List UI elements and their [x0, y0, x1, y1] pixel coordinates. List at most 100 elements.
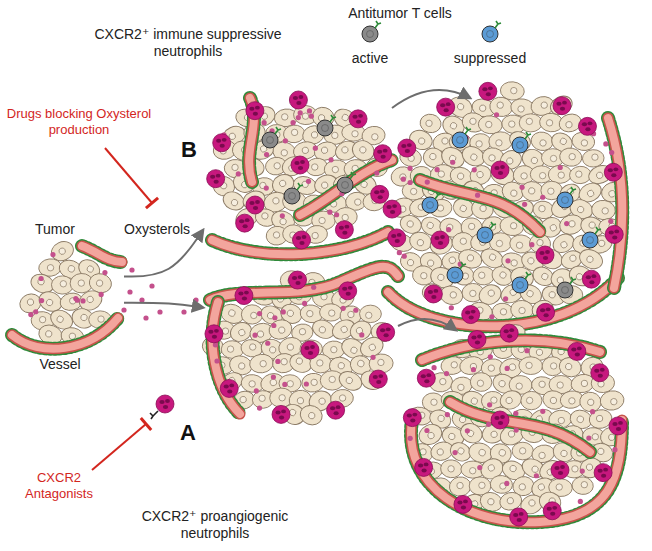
neutrophil — [236, 214, 254, 232]
tumor-group — [12, 238, 122, 349]
label-text: Vessel — [30, 356, 90, 373]
oxysterol-dot — [370, 355, 375, 360]
blood-vessel — [422, 340, 600, 360]
neutrophil — [235, 287, 253, 305]
oxysterol-dot — [313, 146, 318, 151]
neutrophil — [454, 495, 472, 513]
tumor-cell — [420, 282, 445, 305]
node-label: B — [181, 137, 197, 163]
neutrophil — [553, 97, 571, 115]
oxysterol-dot — [408, 436, 413, 441]
neutrophil — [220, 379, 238, 397]
oxysterol-dot — [564, 221, 569, 226]
blood-vessel — [411, 420, 622, 522]
oxysterol-dot — [281, 309, 286, 314]
tumor-cell — [440, 459, 463, 479]
oxysterol-dot — [311, 285, 316, 290]
oxysterol-dot — [477, 465, 482, 470]
oxysterol-dot — [236, 171, 241, 176]
oxysterol-dot — [257, 311, 262, 316]
neutrophil — [543, 502, 561, 520]
oxysterol-dot — [296, 115, 301, 120]
blood-vessel — [300, 160, 392, 215]
oxysterol-dot — [450, 160, 455, 165]
oxysterol-dot — [50, 252, 55, 257]
neutrophil — [491, 161, 509, 179]
oxysterol-dot — [254, 388, 259, 393]
tumor-cell — [298, 402, 325, 427]
blood-vessel — [213, 302, 240, 414]
t-cell — [317, 115, 336, 136]
blood-vessel — [12, 318, 118, 349]
tumor-cell — [489, 474, 513, 494]
oxysterol-dot — [486, 422, 491, 427]
neutrophil — [403, 409, 421, 427]
oxysterol-dot — [487, 402, 492, 407]
neutrophil — [551, 461, 569, 479]
oxysterol-dot — [307, 108, 312, 113]
oxysterol-dot — [359, 332, 364, 337]
t-cell — [582, 227, 601, 248]
neutrophil — [388, 229, 406, 247]
neutrophil — [292, 231, 310, 249]
oxysterol-dot — [353, 308, 358, 313]
tumor-cell — [571, 476, 594, 496]
neutrophil — [468, 331, 486, 349]
oxysterol-dot — [534, 473, 539, 478]
neutrophil — [339, 282, 357, 300]
tumor-cell — [472, 266, 495, 286]
oxysterol-dot — [472, 167, 477, 172]
oxysterol-dot — [73, 296, 78, 301]
neutrophil — [479, 82, 497, 100]
oxysterol-dot — [283, 138, 288, 143]
tumor-cell — [241, 304, 263, 324]
oxysterol-dot — [540, 409, 545, 414]
neutrophil — [568, 342, 586, 360]
oxysterol-dot — [407, 180, 412, 185]
oxysterol-dot — [425, 179, 430, 184]
oxysterol-dot — [328, 157, 333, 162]
tumor-cell — [519, 114, 542, 132]
oxysterol-dot — [489, 314, 494, 319]
neutrophil — [437, 98, 455, 116]
tumor-group — [383, 81, 627, 327]
t-cell — [557, 277, 576, 298]
oxysterol-dot — [608, 219, 613, 224]
oxysterol-dot — [431, 365, 436, 370]
oxysterol-dot — [282, 382, 287, 387]
neutrophil — [377, 323, 395, 341]
neutrophil — [594, 464, 612, 482]
label-text: Antitumor T cells — [320, 5, 480, 22]
tumor-cell — [249, 353, 275, 374]
tumor-cell — [283, 124, 306, 144]
oxysterol-dot — [488, 354, 493, 359]
oxysterol-dot — [121, 307, 126, 312]
oxysterol-dot — [214, 358, 219, 363]
connector-arrow — [124, 303, 203, 308]
oxysterol-dot — [257, 405, 262, 410]
t-cell — [284, 183, 303, 204]
neutrophil — [398, 139, 416, 157]
neutrophil — [415, 458, 433, 476]
neutrophil — [609, 417, 627, 435]
oxysterol-dot — [143, 315, 148, 320]
neutrophil — [462, 306, 480, 324]
neutrophil — [371, 185, 389, 203]
tumor-node: B — [205, 95, 395, 245]
blood-vessel — [450, 402, 590, 452]
oxysterol-dot — [446, 227, 451, 232]
oxysterol-dot — [444, 371, 449, 376]
oxysterol-dot — [494, 112, 499, 117]
oxysterol-dot — [127, 289, 132, 294]
neutrophil — [605, 225, 623, 243]
oxysterol-dot — [504, 481, 509, 486]
receptor-symbol — [150, 411, 158, 419]
oxysterol-dot — [424, 428, 429, 433]
t-cell — [452, 127, 471, 148]
oxysterol-dot — [341, 306, 346, 311]
inhibitor-line — [92, 418, 151, 470]
t-cell — [262, 127, 281, 148]
oxysterol-dot — [272, 315, 277, 320]
oxysterol-dot — [374, 170, 379, 175]
neutrophil — [591, 364, 609, 382]
